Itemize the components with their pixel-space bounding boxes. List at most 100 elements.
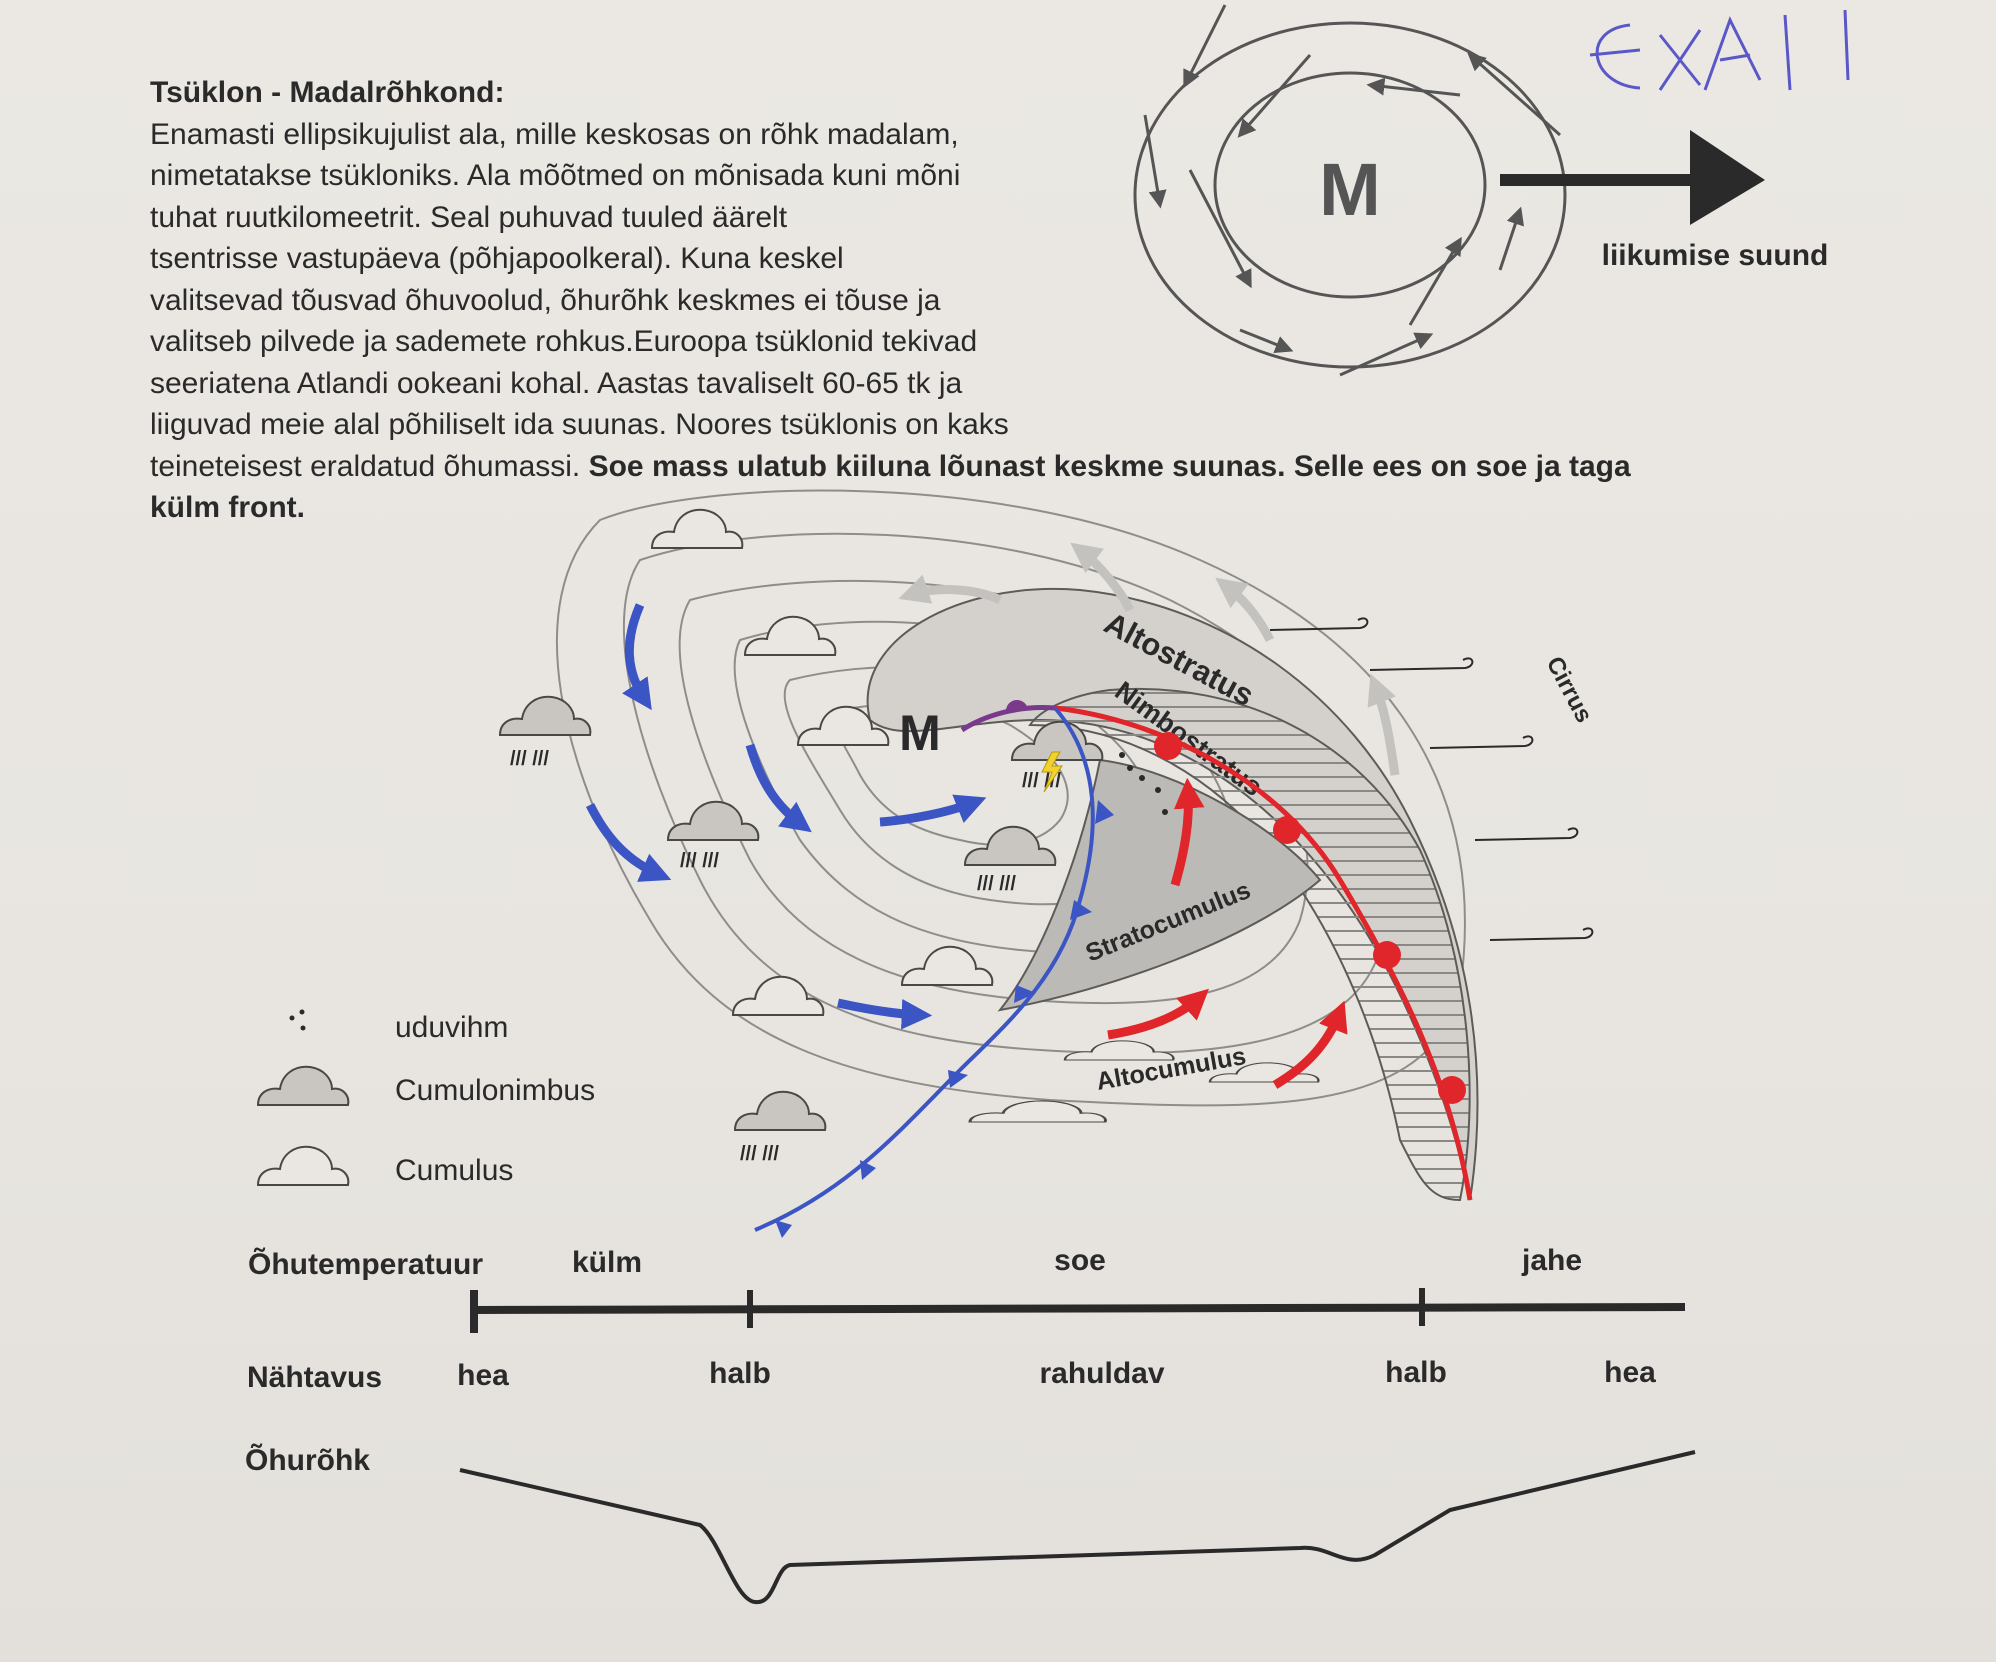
text-line-1: Enamasti ellipsikujulist ala, mille kesk…: [150, 117, 959, 151]
wind-arrow: [1183, 4, 1227, 89]
cirrus-mark: [1489, 927, 1594, 941]
warm-front-semicircle: [1154, 732, 1182, 760]
wind-arrow: [1143, 114, 1167, 209]
rain-mark: /// ///: [510, 748, 549, 770]
wind-arrow: [1188, 169, 1252, 289]
rain-marks: /// /// /// /// /// /// /// /// /// ///: [510, 748, 1061, 1165]
wind-arrow: [1237, 54, 1312, 138]
cold-air-arrow: [622, 603, 652, 711]
cirrus-mark: [1429, 735, 1534, 749]
visibility-value-5: hea: [1604, 1356, 1656, 1389]
rain-mark: /// ///: [740, 1143, 779, 1165]
legend-cumulus-label: Cumulus: [395, 1154, 513, 1187]
drizzle-legend-icon: [289, 1009, 306, 1031]
text-line-2: nimetatakse tsükloniks. Ala mõõtmed on m…: [150, 159, 961, 192]
rain-mark: /// ///: [977, 873, 1016, 895]
text-line-9-bold: Soe mass ulatub kiiluna lõunast keskme s…: [588, 449, 1631, 483]
cumulus-cloud: [1063, 1039, 1175, 1062]
cold-front-triangle: [775, 1220, 792, 1238]
movement-arrow-head: [1690, 130, 1765, 225]
warm-front-semicircle: [1438, 1076, 1466, 1104]
cold-air-arrow: [585, 802, 672, 882]
text-line-10-bold: külm front.: [150, 491, 305, 524]
cirrus-label: Cirrus: [1541, 652, 1598, 727]
warm-air-arrows: [1107, 777, 1348, 1089]
cumulus-cloud: [651, 508, 744, 549]
cumulonimbus-cloud: [667, 800, 760, 841]
cold-front-triangle: [1070, 900, 1092, 920]
legend-cumulonimbus-label: Cumulonimbus: [395, 1074, 595, 1107]
description-text: Tsüklon - Madalrõhkond: Enamasti ellipsi…: [150, 72, 1850, 529]
temperature-value-cool: jahe: [1521, 1244, 1582, 1277]
text-line-8: liiguvad meie alal põhiliselt ida suunas…: [150, 408, 1009, 441]
scribble: [1589, 9, 1850, 91]
upper-air-arrow: [1215, 577, 1275, 643]
warm-air-arrow: [1272, 1000, 1348, 1089]
cyclone-center-label: M: [1319, 148, 1381, 231]
pressure-label: Õhurõhk: [245, 1443, 370, 1477]
legend: uduvihm Cumulonimbus Cumulus: [257, 1009, 595, 1187]
visibility-value-4: halb: [1385, 1356, 1447, 1389]
drizzle-dot: [1119, 752, 1125, 758]
cold-air-arrows: [585, 603, 987, 1030]
rain-mark: /// ///: [680, 850, 719, 872]
visibility-value-3: rahuldav: [1039, 1357, 1164, 1390]
cumulonimbus-cloud: [499, 695, 592, 736]
cold-air-arrow: [837, 998, 933, 1030]
text-line-3: tuhat ruutkilomeetrit. Seal puhuvad tuul…: [150, 200, 788, 234]
inner-isobar: [1213, 71, 1487, 299]
warm-air-arrow: [1107, 988, 1210, 1040]
upper-air-arrows: [898, 542, 1400, 776]
cold-front-triangle: [948, 1070, 968, 1088]
temperature-value-cold: külm: [572, 1246, 642, 1279]
movement-direction-label: liikumise suund: [1602, 239, 1829, 272]
cold-front-triangle: [1095, 800, 1114, 824]
upper-air-arrow: [898, 574, 1003, 605]
text-line-9-normal: teineteisest eraldatud õhumassi.: [150, 449, 589, 483]
cyclone-schematic: M liikumise suund: [1133, 4, 1829, 377]
lightning-icon: [1041, 751, 1063, 793]
occluded-front: [960, 704, 1056, 733]
cirrus-mark: [1269, 617, 1369, 631]
wind-arrow: [1339, 332, 1434, 377]
wind-arrows: [1143, 4, 1561, 377]
cumulonimbus-legend-icon: [257, 1065, 350, 1106]
warm-front-semicircle: [1273, 816, 1301, 844]
drizzle-marks: [1119, 752, 1168, 815]
cold-air-arrow: [745, 743, 812, 833]
wind-arrow: [1467, 52, 1561, 137]
occluded-front-symbol: [1005, 699, 1028, 712]
legend-drizzle-label: uduvihm: [395, 1011, 508, 1044]
cold-front-triangle: [1014, 985, 1036, 1003]
text-line-7: seeriatena Atlandi ookeani kohal. Aastas…: [150, 366, 963, 400]
cold-front-triangle: [860, 1160, 876, 1180]
wind-arrow: [1408, 236, 1462, 326]
cyclone-map: Altostratus Nimbostratus Cirrus Stratocu…: [499, 489, 1598, 1238]
warm-air-arrow: [1170, 777, 1205, 887]
weather-profile: Õhutemperatuur külm soe jahe Nähtavus he…: [245, 1244, 1696, 1605]
drizzle-dot: [1127, 765, 1133, 771]
cumulus-legend-icon: [257, 1145, 350, 1186]
text-line-5: valitsevad tõusvad õhuvoolud, õhurõhk ke…: [150, 283, 941, 317]
outer-isobar: [1133, 21, 1567, 369]
visibility-value-2: halb: [709, 1357, 771, 1390]
text-line-4: tsentrisse vastupäeva (põhjapoolkeral). …: [150, 242, 844, 275]
text-line-9: teineteisest eraldatud õhumassi. Soe mas…: [150, 446, 1850, 488]
visibility-label: Nähtavus: [247, 1361, 382, 1394]
upper-air-arrow: [1367, 673, 1400, 776]
cirrus-marks: [1269, 617, 1594, 941]
cumulus-cloud: [968, 1099, 1107, 1124]
cumulonimbus-clouds: [499, 695, 1104, 1131]
cumulonimbus-cloud: [734, 1090, 827, 1131]
cumulonimbus-cloud: [964, 825, 1057, 866]
drizzle-dot: [1162, 809, 1168, 815]
text-line-10: külm front.: [150, 487, 1850, 529]
isobar: [622, 532, 1388, 1055]
low-pressure-center-label: M: [899, 705, 941, 761]
isobar: [555, 489, 1466, 1107]
warm-front-symbols: [1154, 732, 1466, 1104]
cumulus-cloud: [901, 945, 994, 986]
wind-arrow: [1366, 77, 1461, 97]
